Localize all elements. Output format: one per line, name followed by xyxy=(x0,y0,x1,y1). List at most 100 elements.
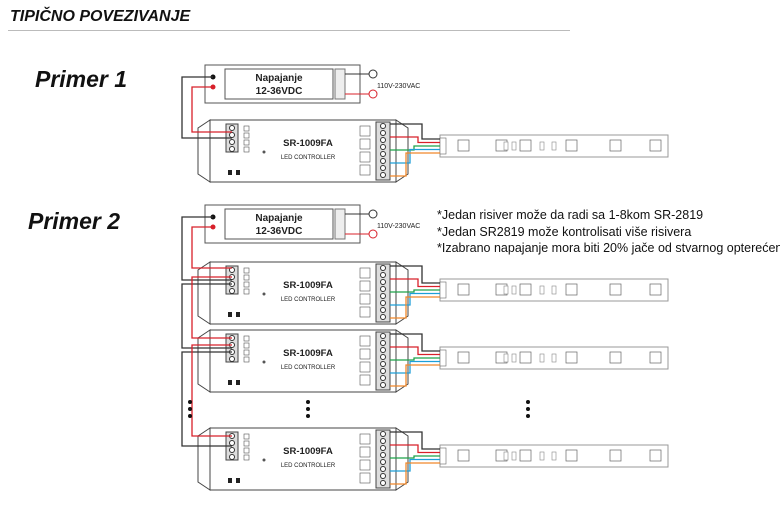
output-channel-indicator xyxy=(359,374,371,386)
output-wire xyxy=(390,357,440,361)
output-terminal xyxy=(380,279,386,285)
dip-switch xyxy=(243,440,250,447)
output-channel-indicator xyxy=(359,306,371,318)
controller-subtitle: LED CONTROLLER xyxy=(281,463,336,469)
button-icon xyxy=(228,312,232,317)
output-wire xyxy=(390,265,440,284)
title-divider xyxy=(8,30,570,31)
strip-pads xyxy=(439,137,447,155)
psu-label-panel xyxy=(224,68,334,100)
resistor-icon xyxy=(551,451,557,461)
input-terminal xyxy=(229,440,235,446)
output-terminal xyxy=(380,158,386,164)
output-channel-indicator xyxy=(359,446,371,458)
button-icon xyxy=(236,478,240,483)
continuation-dot xyxy=(188,400,192,404)
note-3: *Izabrano napajanje mora biti 20% jače o… xyxy=(437,241,780,255)
ac-terminal-n-icon xyxy=(368,89,378,99)
output-terminal xyxy=(380,286,386,292)
output-terminal xyxy=(380,480,386,486)
input-terminal xyxy=(229,454,235,460)
button-icon xyxy=(228,170,232,175)
ac-input-label: 110V-230VAC xyxy=(377,83,420,90)
output-terminal xyxy=(380,300,386,306)
psu-name: Napajanje xyxy=(255,73,303,84)
output-terminal xyxy=(380,375,386,381)
controller-left-wing xyxy=(197,329,211,393)
output-terminal xyxy=(380,431,386,437)
output-wire xyxy=(390,462,440,485)
output-wire xyxy=(390,278,440,288)
continuation-dot xyxy=(188,407,192,411)
output-channel-indicator xyxy=(359,267,371,279)
psu-terminal xyxy=(334,208,346,240)
continuation-dot xyxy=(306,400,310,404)
output-wire xyxy=(390,292,440,306)
continuation-dot xyxy=(306,414,310,418)
output-channel-indicator xyxy=(359,293,371,305)
output-terminal xyxy=(380,466,386,472)
dip-switch xyxy=(243,132,250,139)
output-terminal xyxy=(380,473,386,479)
button-icon xyxy=(228,478,232,483)
controller-left-wing xyxy=(197,261,211,325)
status-led-icon xyxy=(262,458,266,462)
output-terminal xyxy=(380,438,386,444)
led-strip xyxy=(439,346,669,370)
example-1-label: Primer 1 xyxy=(35,66,128,92)
button-icon xyxy=(236,312,240,317)
dip-switch xyxy=(243,125,250,132)
continuation-dot xyxy=(306,407,310,411)
output-channel-indicator xyxy=(359,335,371,347)
output-terminal xyxy=(380,130,386,136)
status-led-icon xyxy=(262,150,266,154)
led-chip-icon xyxy=(519,449,532,462)
controller-subtitle: LED CONTROLLER xyxy=(281,365,336,371)
input-terminal xyxy=(229,146,235,152)
led-chip-icon xyxy=(609,449,622,462)
output-wire xyxy=(390,296,440,319)
controller-model: SR-1009FA xyxy=(283,280,333,291)
resistor-icon xyxy=(551,141,557,151)
dip-switch xyxy=(243,267,250,274)
resistor-icon xyxy=(539,451,545,461)
led-controller xyxy=(197,329,409,393)
output-terminal xyxy=(380,361,386,367)
controller-left-wing xyxy=(197,119,211,183)
resistor-icon xyxy=(551,285,557,295)
led-chip-icon xyxy=(519,351,532,364)
output-terminal xyxy=(380,265,386,271)
status-led-icon xyxy=(262,360,266,364)
continuation-dot xyxy=(188,414,192,418)
output-channel-indicator xyxy=(359,151,371,163)
resistor-icon xyxy=(551,353,557,363)
button-icon xyxy=(236,170,240,175)
output-channel-indicator xyxy=(359,348,371,360)
output-terminal xyxy=(380,144,386,150)
note-1: *Jedan risiver može da radi sa 1-8kom SR… xyxy=(437,208,704,222)
output-channel-indicator xyxy=(359,361,371,373)
dc-negative-jumper xyxy=(181,351,232,447)
output-terminal xyxy=(380,347,386,353)
psu-name: Napajanje xyxy=(255,213,303,224)
output-channel-indicator xyxy=(359,472,371,484)
output-terminal xyxy=(380,293,386,299)
output-terminal xyxy=(380,382,386,388)
controller-model: SR-1009FA xyxy=(283,348,333,359)
led-chip-icon xyxy=(609,139,622,152)
input-terminal xyxy=(229,125,235,131)
output-wire xyxy=(390,444,440,454)
strip-pads xyxy=(439,281,447,299)
resistor-icon xyxy=(503,451,509,461)
psu-label-panel xyxy=(224,208,334,240)
dip-switch xyxy=(243,356,250,363)
dc-positive-wire xyxy=(191,86,232,133)
led-chip-icon xyxy=(457,351,470,364)
output-wire xyxy=(390,360,440,374)
led-chip-icon xyxy=(649,283,662,296)
input-terminal xyxy=(229,132,235,138)
dc-negative-jumper xyxy=(181,283,232,349)
output-wire xyxy=(390,364,440,387)
led-chip-icon xyxy=(649,351,662,364)
output-wire xyxy=(390,431,440,450)
